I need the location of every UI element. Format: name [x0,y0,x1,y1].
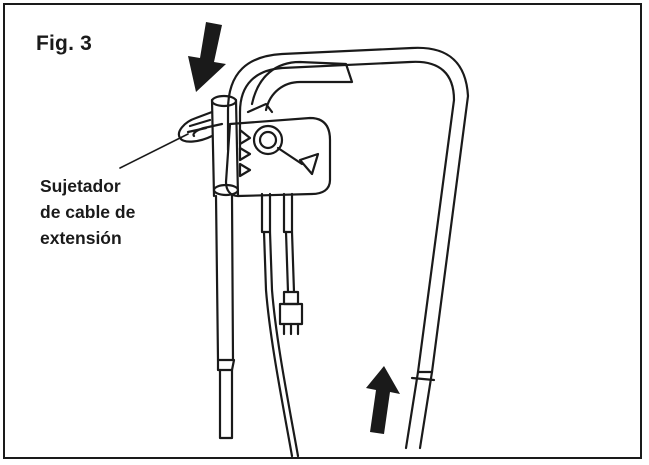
handle-loop-inner [238,60,456,374]
callout-line-1: Sujetador [40,176,121,196]
arrow-down-icon [188,22,226,92]
triangle-marker-3 [238,162,252,178]
cable-right-lower [284,230,296,294]
triangle-marker-1 [238,128,252,146]
right-lower-tube [404,370,434,450]
control-box [224,116,332,198]
callout-line-2: de cable de [40,202,136,222]
plug-body [278,302,304,326]
cable-right [282,192,294,234]
left-lower-tube [218,368,234,440]
plug-connector [282,290,300,306]
figure-frame [3,3,642,459]
figure-label: Fig. 3 [36,32,93,55]
clamp-bottom-collar [212,183,240,197]
plug-prongs [282,322,300,336]
left-tube [214,194,235,362]
triangle-marker-2 [238,146,252,162]
handle-loop-outer [226,46,470,374]
cord-holder-hook [177,110,224,143]
arrow-up-icon [366,366,400,434]
cord-holder-slot [186,118,212,134]
cable-clamp [210,98,240,198]
cable-left-lower [262,230,300,458]
upper-grip-bar [250,60,354,112]
control-knob-outer [252,124,284,156]
right-tube-joint [410,370,436,382]
control-knob-inner [258,130,278,150]
control-box-top [246,102,274,114]
clamp-top-collar [210,94,238,108]
triangle-marker-large [298,152,320,176]
callout-leader-line [119,133,189,169]
callout-label: Sujetador de cable de extensión [40,173,135,251]
callout-line-3: extensión [40,228,122,248]
left-tube-joint [216,358,236,372]
knob-indicator-line [276,146,304,166]
cable-left [260,192,272,234]
